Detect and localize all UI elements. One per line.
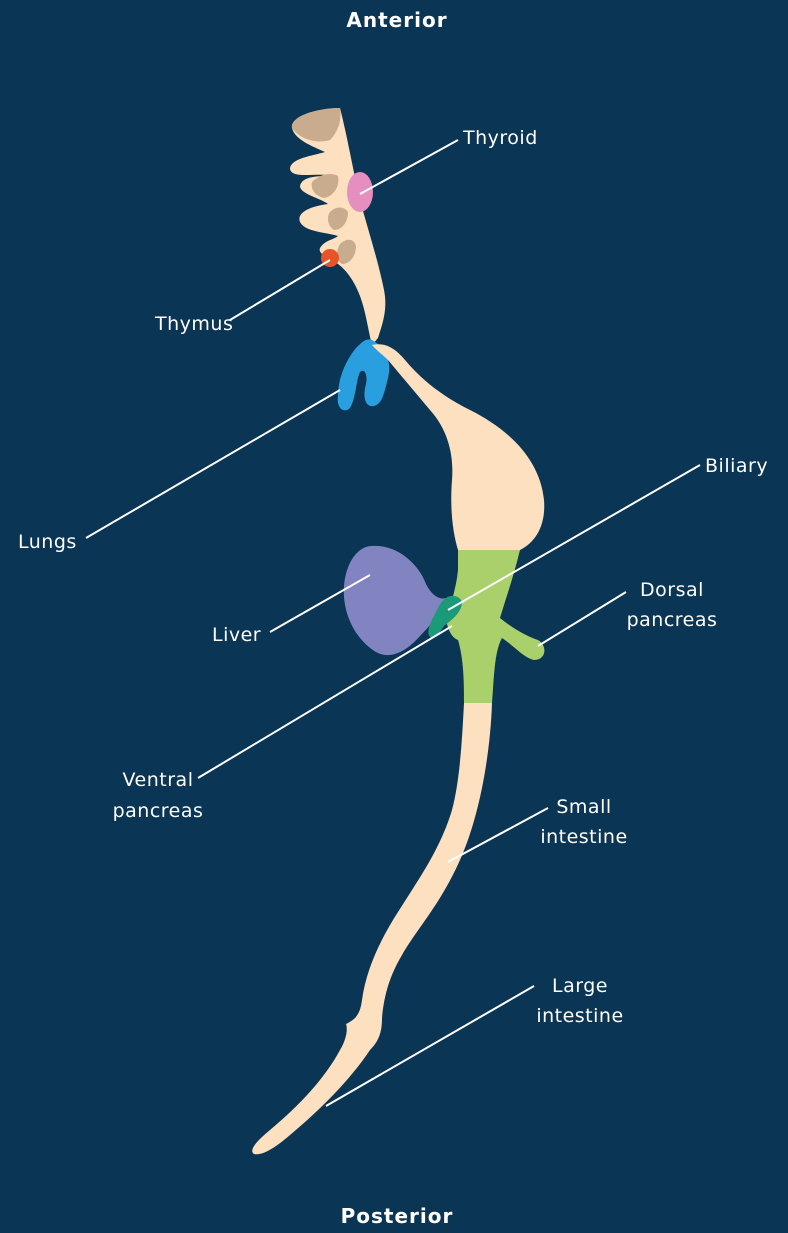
biliary-label: Biliary [705,455,768,477]
lungs-leader-line [86,390,340,538]
ventral-pancreas-label-line1: Ventral [123,769,194,791]
intestine [252,703,492,1154]
thyroid-bud [347,172,373,212]
liver-label: Liver [212,624,261,646]
small-intestine-label-line1: Small [556,796,611,818]
dorsal-pancreas-leader-line [538,592,626,646]
anterior-label: Anterior [346,8,447,32]
dorsal-pancreas-label-line1: Dorsal [640,579,704,601]
thymus-leader-line [230,260,330,320]
thyroid-leader-line [360,140,458,194]
large-intestine-label-line1: Large [552,975,608,997]
lungs-label: Lungs [18,531,77,553]
ventral-pancreas-leader-line [198,626,452,778]
ventral-pancreas-label-line2: pancreas [113,800,204,822]
thyroid-label: Thyroid [462,127,538,149]
thymus-label: Thymus [154,313,233,335]
small-intestine-label-line2: intestine [540,826,627,848]
large-intestine-label-line2: intestine [536,1005,623,1027]
dorsal-pancreas-label-line2: pancreas [627,609,718,631]
duodenal-region [446,550,544,703]
stomach [372,344,544,550]
posterior-label: Posterior [341,1204,454,1228]
